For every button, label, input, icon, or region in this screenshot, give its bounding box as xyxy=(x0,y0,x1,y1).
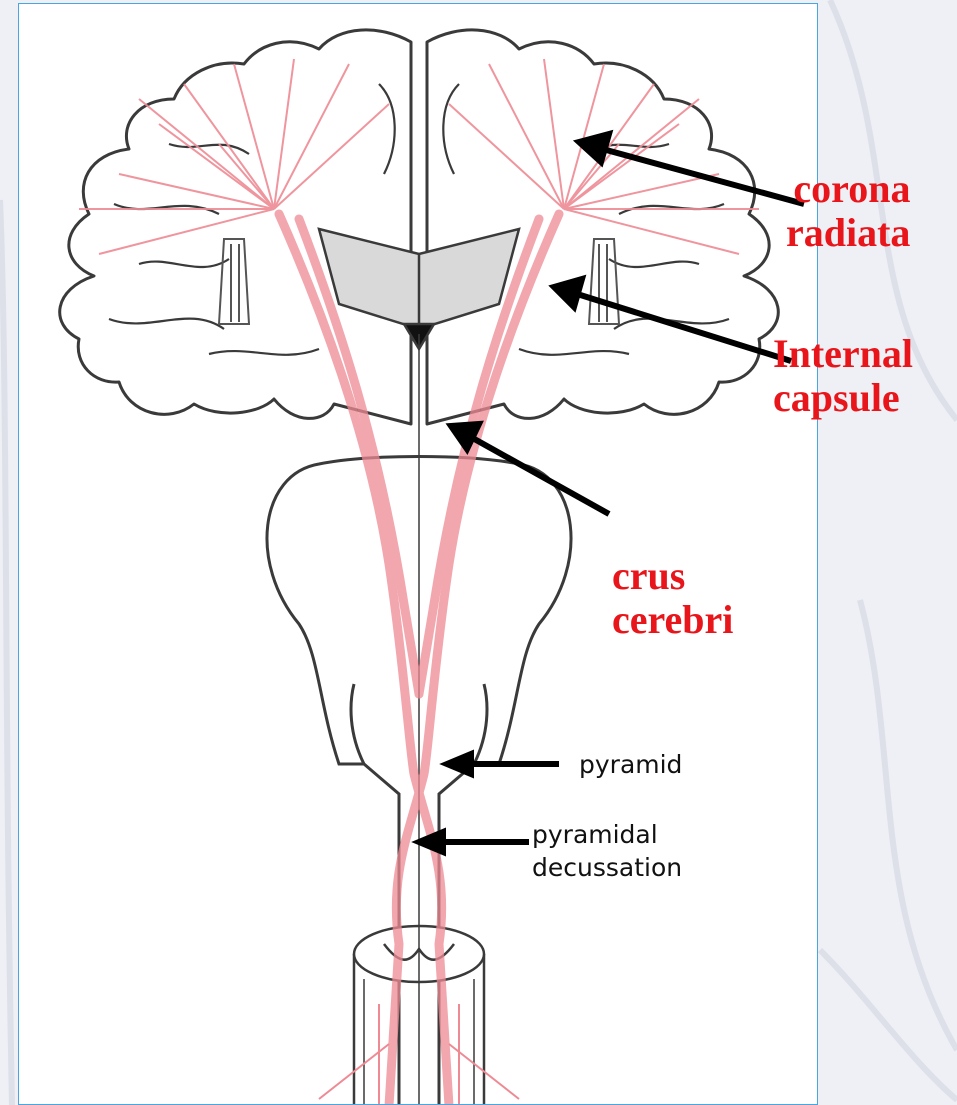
label-pyramid: pyramid xyxy=(579,748,682,781)
label-decussation-line1: pyramidal xyxy=(532,818,682,851)
label-pyramidal-decussation: pyramidal decussation xyxy=(532,818,682,884)
diagram-panel: crus cerebri pyramid pyramidal decussati… xyxy=(18,3,818,1105)
label-corona-line1: corona xyxy=(786,167,910,211)
label-internal-line2: capsule xyxy=(773,376,913,420)
label-corona-radiata: corona radiata xyxy=(786,167,910,255)
label-decussation-line2: decussation xyxy=(532,851,682,884)
label-corona-line2: radiata xyxy=(786,211,910,255)
label-crus-line1: crus xyxy=(612,554,733,598)
label-crus-line2: cerebri xyxy=(612,598,733,642)
label-internal-capsule: Internal capsule xyxy=(773,332,913,420)
label-crus-cerebri: crus cerebri xyxy=(612,554,733,642)
label-internal-line1: Internal xyxy=(773,332,913,376)
